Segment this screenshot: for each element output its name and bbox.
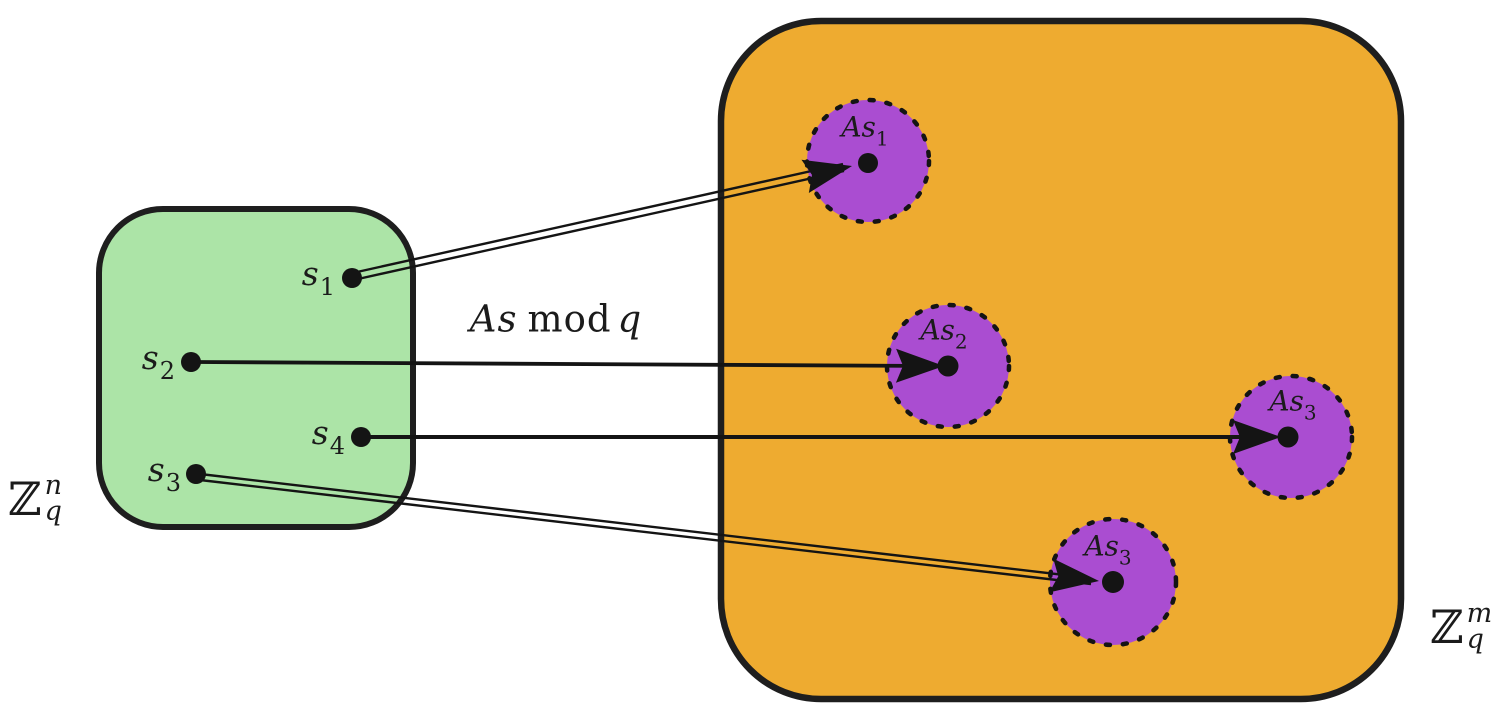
point-s4-label: s4 <box>311 413 345 460</box>
point-s2-label: s2 <box>141 338 175 385</box>
point-As3-bottom-dot <box>1102 571 1124 593</box>
point-s1-label: s1 <box>301 254 335 301</box>
cluster-As3-right-label: As3 <box>1269 384 1317 425</box>
cluster-As2-label: As2 <box>920 313 968 354</box>
point-s3-dot <box>186 464 206 484</box>
point-s1-dot <box>342 268 362 288</box>
codomain-subscript: q <box>1466 623 1484 655</box>
point-As3-right-dot <box>1277 426 1299 448</box>
codomain-set-label: ℤ m q <box>1430 598 1493 655</box>
cluster-As1-label: As1 <box>841 110 889 151</box>
codomain-superscript: m <box>1466 598 1493 629</box>
point-s3-label: s3 <box>147 450 181 497</box>
arrow-s2-to-As2 <box>194 348 944 383</box>
arrow-s4-to-As3-right <box>365 420 1281 454</box>
domain-superscript: n <box>44 470 62 501</box>
map-modulus: q <box>617 297 643 341</box>
point-s4-dot <box>351 427 371 447</box>
domain-subscript: q <box>44 495 62 527</box>
blackboard-z-symbol: ℤ <box>8 471 42 526</box>
map-operator: mod <box>527 297 612 341</box>
point-s2-dot <box>181 352 201 372</box>
domain-set-label: ℤ n q <box>8 470 62 527</box>
domain-set-shape <box>96 206 416 530</box>
point-As2-dot <box>937 355 959 377</box>
arrow-s1-to-As1 <box>356 159 852 281</box>
point-As1-dot <box>858 153 878 173</box>
map-vars: As <box>469 297 518 341</box>
blackboard-z-symbol: ℤ <box>1430 599 1464 654</box>
cluster-As3-bottom-label: As3 <box>1084 529 1132 570</box>
arrow-s3-to-As3-bottom <box>199 472 1099 593</box>
